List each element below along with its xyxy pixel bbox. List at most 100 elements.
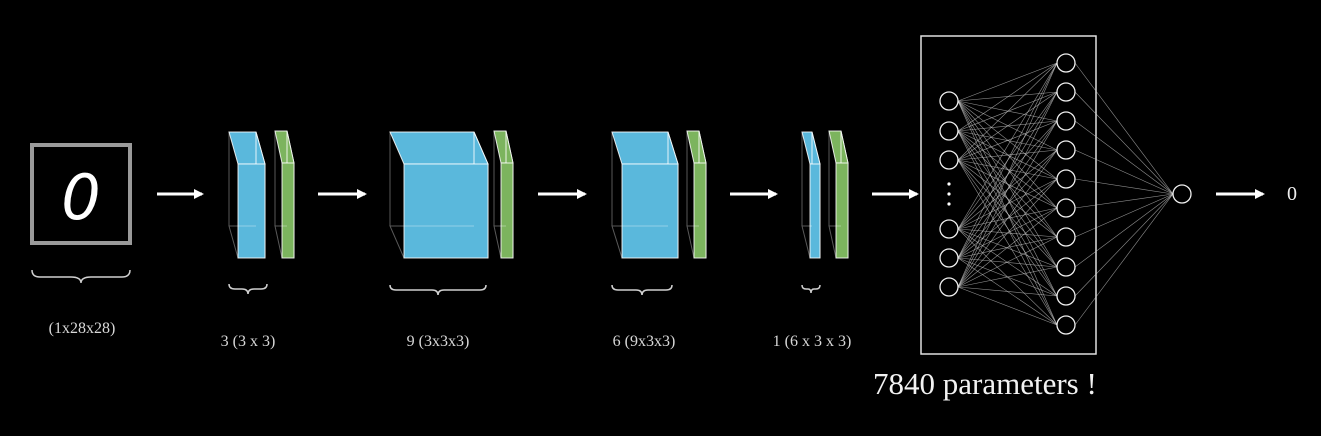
activation-block-1: [274, 130, 295, 259]
fc-edge-in5-h0: [957, 62, 1058, 288]
hidden-neuron-3: [1056, 140, 1076, 160]
hidden-neuron-9: [1056, 315, 1076, 335]
brace-conv1: [228, 283, 268, 295]
fc-edge-in2-h1: [957, 91, 1058, 161]
conv-block-2-hidden-edges: [389, 132, 474, 259]
activation-block-1-front: [281, 162, 295, 259]
brace-conv2: [389, 284, 487, 296]
conv-block-3-front: [621, 163, 679, 259]
hidden-neuron-4: [1056, 169, 1076, 189]
activation-block-2-front: [500, 162, 514, 259]
hidden-neuron-6: [1056, 227, 1076, 247]
conv-block-1-hidden-edges: [228, 132, 256, 259]
hidden-neuron-8: [1056, 286, 1076, 306]
input-digit: 0: [61, 161, 100, 234]
hidden-neuron-0: [1056, 53, 1076, 73]
fc-edge-in2-h5: [957, 159, 1058, 209]
activation-block-3-front: [693, 162, 707, 259]
output-label: 0: [1287, 183, 1297, 205]
label-conv3-shape: 6 (9x3x3): [612, 333, 676, 350]
hidden-neuron-5: [1056, 198, 1076, 218]
fc-edge-in2-h6: [957, 159, 1058, 238]
conv-block-4-hidden-edges: [801, 132, 812, 259]
ellipsis-dot-2: [947, 202, 951, 206]
fc-edge-in5-h9: [957, 286, 1058, 326]
label-conv4-shape: 1 (6 x 3 x 3): [772, 333, 852, 350]
fc-edge-h3-out: [1074, 149, 1174, 195]
fc-edge-in2-h8: [957, 159, 1058, 297]
label-conv1-shape: 3 (3 x 3): [220, 333, 276, 350]
fc-edge-in4-h0: [957, 62, 1058, 259]
fc-edge-in2-h3: [957, 149, 1058, 161]
input-neuron-2: [939, 150, 959, 170]
fc-edge-in0-h6: [957, 100, 1058, 238]
input-neuron-3: [939, 219, 959, 239]
fc-edge-in1-h0: [957, 62, 1058, 132]
fc-edge-h7-out: [1074, 193, 1174, 268]
ellipsis-dot-1: [947, 192, 951, 196]
fc-edge-in5-h6: [957, 236, 1058, 288]
fc-edge-h1-out: [1074, 91, 1174, 195]
fc-edge-in5-h4: [957, 178, 1058, 288]
fc-edge-h5-out: [1074, 193, 1174, 209]
brace-input: [31, 269, 131, 284]
activation-block-4: [828, 130, 849, 259]
conv-block-4: [801, 131, 821, 259]
hidden-neuron-7: [1056, 257, 1076, 277]
fc-edge-in5-h5: [957, 207, 1058, 288]
fc-edge-in0-h0: [957, 62, 1058, 102]
fc-edge-in2-h0: [957, 62, 1058, 161]
conv-block-3: [611, 131, 679, 259]
fc-edge-in5-h1: [957, 91, 1058, 288]
input-neuron-5: [939, 277, 959, 297]
conv-block-1-front: [237, 163, 266, 259]
fc-edge-h8-out: [1074, 193, 1174, 297]
fc-edge-h2-out: [1074, 120, 1174, 195]
braces: [31, 269, 821, 296]
hidden-neuron-1: [1056, 82, 1076, 102]
fc-edge-in5-h7: [957, 266, 1058, 288]
activation-block-3: [686, 130, 707, 259]
output-neuron: [1172, 184, 1192, 204]
parameters-label: 7840 parameters !: [873, 366, 1097, 401]
activation-block-3-hidden-edges: [686, 131, 699, 259]
fc-edge-h9-out: [1074, 193, 1174, 326]
conv-block-2-top: [389, 131, 489, 165]
fc-edge-in2-h4: [957, 159, 1058, 180]
input-neuron-1: [939, 121, 959, 141]
conv-block-2-front: [403, 163, 489, 259]
fc-edge-h0-out: [1074, 62, 1174, 195]
label-conv2-shape: 9 (3x3x3): [406, 333, 470, 350]
fc-edge-in2-h2: [957, 120, 1058, 161]
fc-edge-in3-h0: [957, 62, 1058, 230]
activation-block-2: [493, 130, 514, 259]
fc-edge-in5-h3: [957, 149, 1058, 288]
fc-edge-in0-h2: [957, 100, 1058, 122]
fc-neurons: [939, 53, 1192, 335]
brace-conv4: [801, 284, 821, 294]
fc-edge-in5-h8: [957, 286, 1058, 297]
activation-block-1-hidden-edges: [274, 131, 287, 259]
activation-block-4-front: [835, 162, 849, 259]
fc-edge-in2-h7: [957, 159, 1058, 268]
input-neuron-0: [939, 91, 959, 111]
fc-edge-h4-out: [1074, 178, 1174, 195]
fc-edge-in0-h5: [957, 100, 1058, 209]
activation-block-2-hidden-edges: [493, 131, 506, 259]
fc-edge-in0-h1: [957, 91, 1058, 102]
conv-block-3-hidden-edges: [611, 132, 668, 259]
fc-connections: [957, 62, 1174, 326]
brace-conv3: [611, 284, 673, 296]
fc-edge-in0-h3: [957, 100, 1058, 151]
conv-block-1: [228, 131, 266, 259]
fc-edge-h6-out: [1074, 193, 1174, 238]
layer-blocks: [228, 130, 849, 259]
fc-edge-in0-h4: [957, 100, 1058, 180]
conv-block-2: [389, 131, 489, 259]
input-image: 0: [30, 143, 132, 245]
conv-block-4-front: [809, 163, 821, 259]
hidden-neuron-2: [1056, 111, 1076, 131]
fc-edge-in5-h2: [957, 120, 1058, 288]
